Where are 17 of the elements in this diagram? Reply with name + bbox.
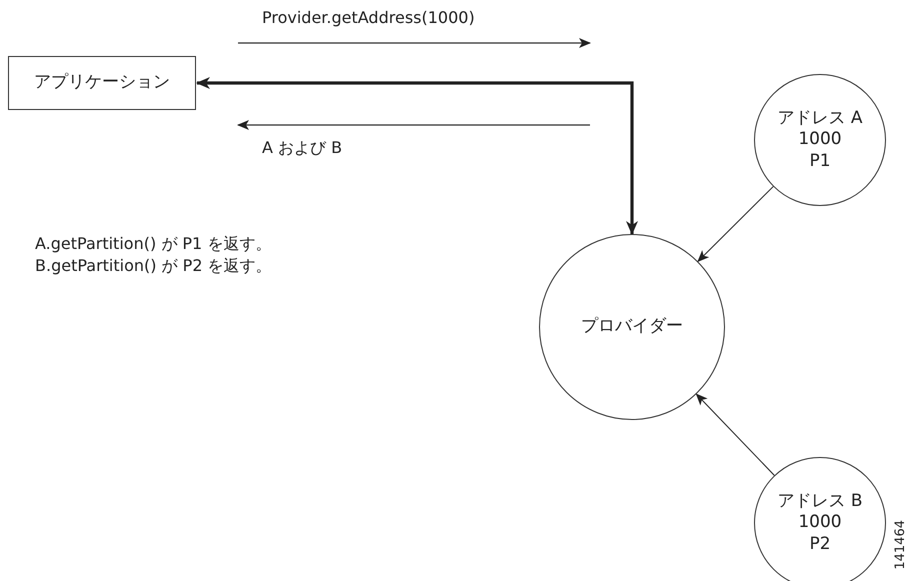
note-text: B.getPartition() が P2 を返す。	[35, 256, 272, 277]
arrow-label: Provider.getAddress(1000)	[262, 8, 475, 27]
node-text: アドレス A	[777, 108, 863, 130]
arrow	[696, 393, 775, 476]
node-text: 1000	[798, 512, 842, 534]
node-text: アプリケーション	[34, 72, 170, 94]
node-text: プロバイダー	[581, 316, 683, 338]
arrow-label: A および B	[262, 138, 342, 159]
figure-number: 141464	[893, 520, 908, 570]
node-text: 1000	[798, 129, 842, 151]
note-text: A.getPartition() が P1 を返す。	[35, 234, 272, 255]
node-text: アドレス B	[777, 491, 863, 512]
arrow	[697, 186, 774, 262]
process-box	[8, 56, 196, 110]
node-text: P1	[809, 150, 831, 172]
arrow	[196, 77, 638, 235]
node-text: P2	[809, 534, 831, 555]
